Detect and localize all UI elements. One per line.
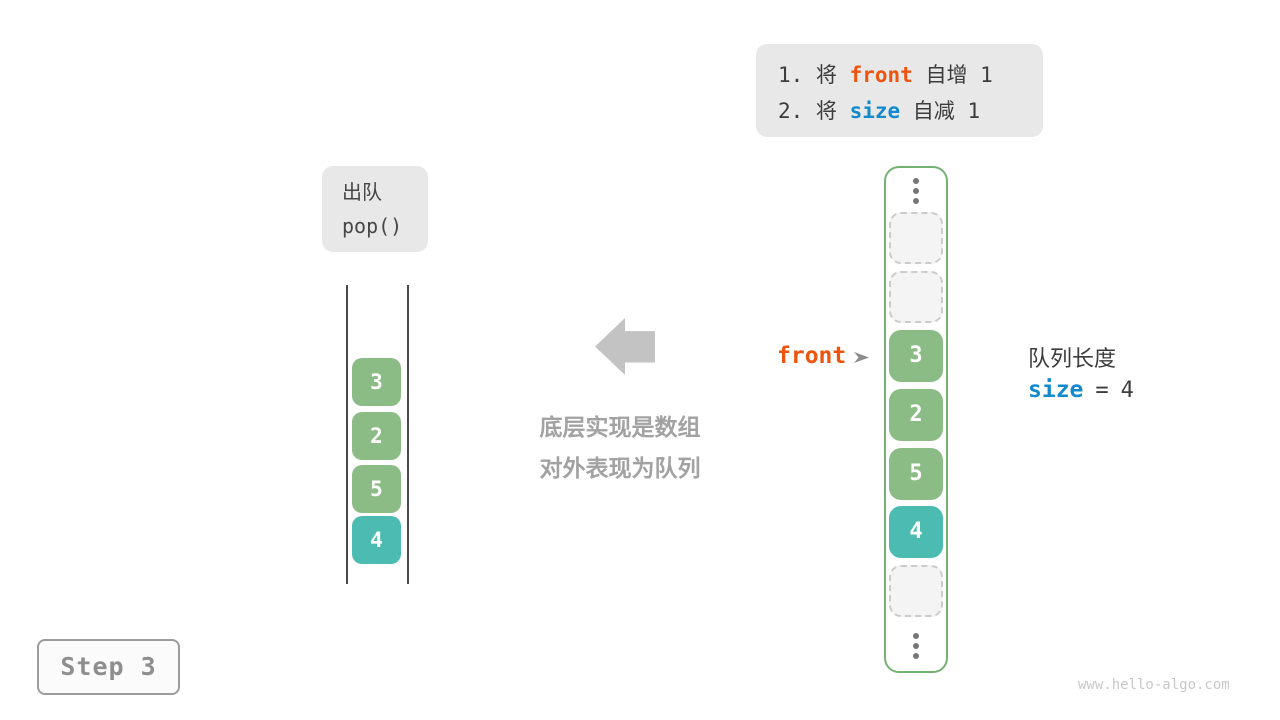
front-pointer-label: front [777,343,847,369]
equals-sign: = [1095,378,1109,403]
array-cell: 5 [889,448,943,500]
empty-array-cell [889,271,943,323]
empty-array-cell [889,565,943,617]
watermark: www.hello-algo.com [1078,677,1230,693]
front-code-token: front [849,63,913,87]
caption-line-2: 对外表现为队列 [539,455,701,481]
instruction-1-prefix: 1. 将 [778,63,850,87]
queue-length-label: 队列长度 [1028,346,1117,371]
queue-length-expression: size = 4 [1028,377,1134,403]
dequeue-label-box: 出队 pop() [322,166,428,252]
dequeue-code: pop() [342,214,403,238]
left-queue-cell: 2 [352,412,401,460]
queue-walls [346,285,409,584]
instruction-1-suffix: 自增 1 [912,63,993,87]
array-cell-rear: 4 [889,506,943,558]
front-pointer-arrow-icon [854,352,869,363]
instruction-2-prefix: 2. 将 [778,99,850,123]
size-variable: size [1028,377,1084,403]
left-queue-cell: 4 [352,516,401,564]
left-queue-cell: 5 [352,465,401,513]
caption: 底层实现是数组 对外表现为队列 [505,407,735,489]
instruction-2-suffix: 自减 1 [900,99,981,123]
left-block-arrow-icon [595,318,655,375]
array-cell-front: 3 [889,330,943,382]
ellipsis-bottom-icon [913,633,919,659]
instruction-box: 1. 将 front 自增 1 2. 将 size 自减 1 [756,44,1043,137]
caption-line-1: 底层实现是数组 [539,414,701,440]
instruction-line-2: 2. 将 size 自减 1 [778,93,1043,129]
dequeue-title: 出队 [342,182,382,204]
left-queue-cell: 3 [352,358,401,406]
ellipsis-top-icon [913,178,919,204]
size-value: 4 [1120,378,1134,403]
size-code-token: size [849,99,901,123]
empty-array-cell [889,212,943,264]
array-cell: 2 [889,389,943,441]
step-badge: Step 3 [37,639,180,695]
instruction-line-1: 1. 将 front 自增 1 [778,57,1043,93]
